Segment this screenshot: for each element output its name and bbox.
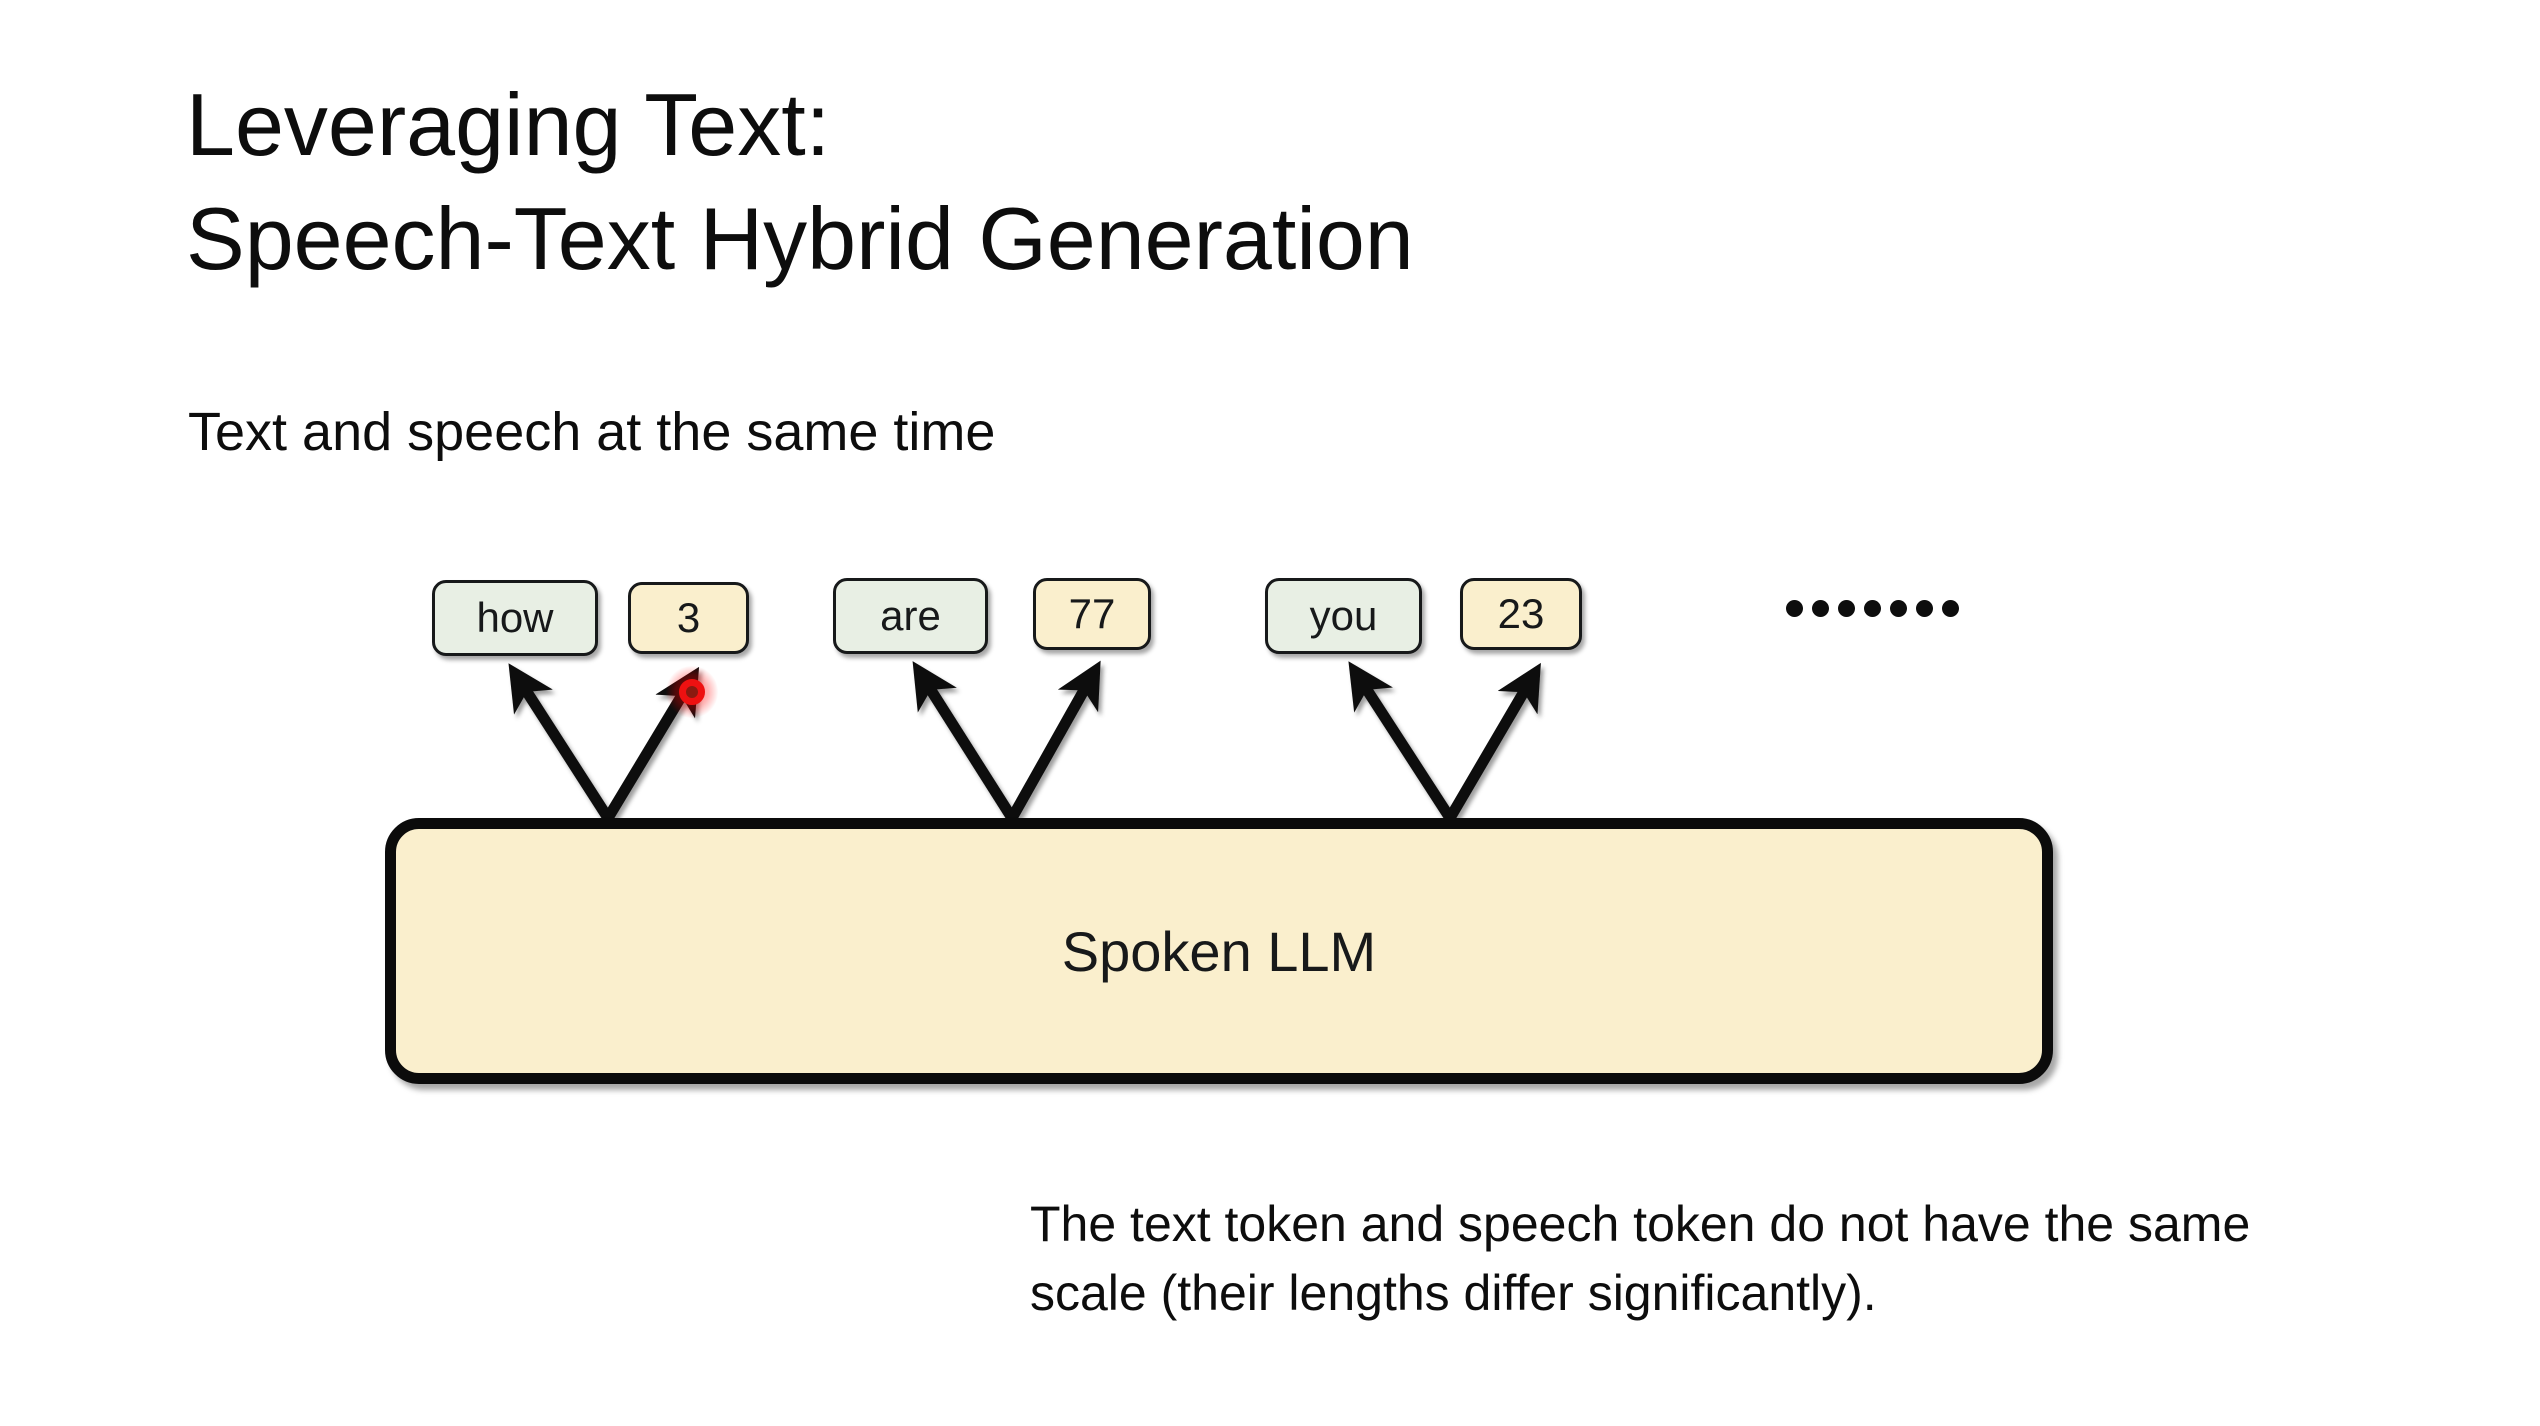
arrow-to-77 [1007, 660, 1101, 821]
spoken-llm-label: Spoken LLM [1061, 919, 1377, 983]
ellipsis-dot [1864, 600, 1881, 617]
token-label: how [476, 594, 554, 641]
arrow-to-you [1348, 661, 1455, 821]
token-label: 23 [1497, 590, 1545, 637]
token-label: are [880, 592, 941, 639]
ellipsis-dot [1838, 600, 1855, 617]
ellipsis-dot [1942, 600, 1959, 617]
token-box-how[interactable]: how [432, 580, 598, 656]
caption-text: The text token and speech token do not h… [1030, 1196, 2251, 1321]
token-box-3[interactable]: 3 [628, 582, 749, 654]
ellipsis-indicator [1786, 600, 1959, 617]
spoken-llm-box[interactable]: Spoken LLM [385, 818, 2053, 1084]
token-box-are[interactable]: are [833, 578, 988, 654]
token-box-23[interactable]: 23 [1460, 578, 1582, 650]
token-box-77[interactable]: 77 [1033, 578, 1151, 650]
ellipsis-dot [1812, 600, 1829, 617]
title-line-2: Speech-Text Hybrid Generation [186, 188, 1414, 288]
ellipsis-dot [1890, 600, 1907, 617]
arrow-to-how [508, 663, 613, 821]
token-arrows [508, 660, 1541, 821]
token-label: 77 [1068, 590, 1116, 637]
subtitle-text: Text and speech at the same time [188, 402, 996, 462]
token-box-you[interactable]: you [1265, 578, 1422, 654]
token-label: 3 [676, 594, 701, 641]
title-line-1: Leveraging Text: [186, 75, 831, 174]
token-label: you [1309, 592, 1378, 639]
click-marker-ring [679, 679, 705, 705]
ellipsis-dot [1916, 600, 1933, 617]
click-marker-icon [666, 666, 718, 718]
arrow-to-are [912, 661, 1017, 821]
page-title: Leveraging Text: Speech-Text Hybrid Gene… [186, 68, 2286, 295]
arrow-to-3 [603, 666, 700, 821]
arrow-to-23 [1445, 662, 1541, 821]
ellipsis-dot [1786, 600, 1803, 617]
click-marker-glow [666, 666, 718, 718]
